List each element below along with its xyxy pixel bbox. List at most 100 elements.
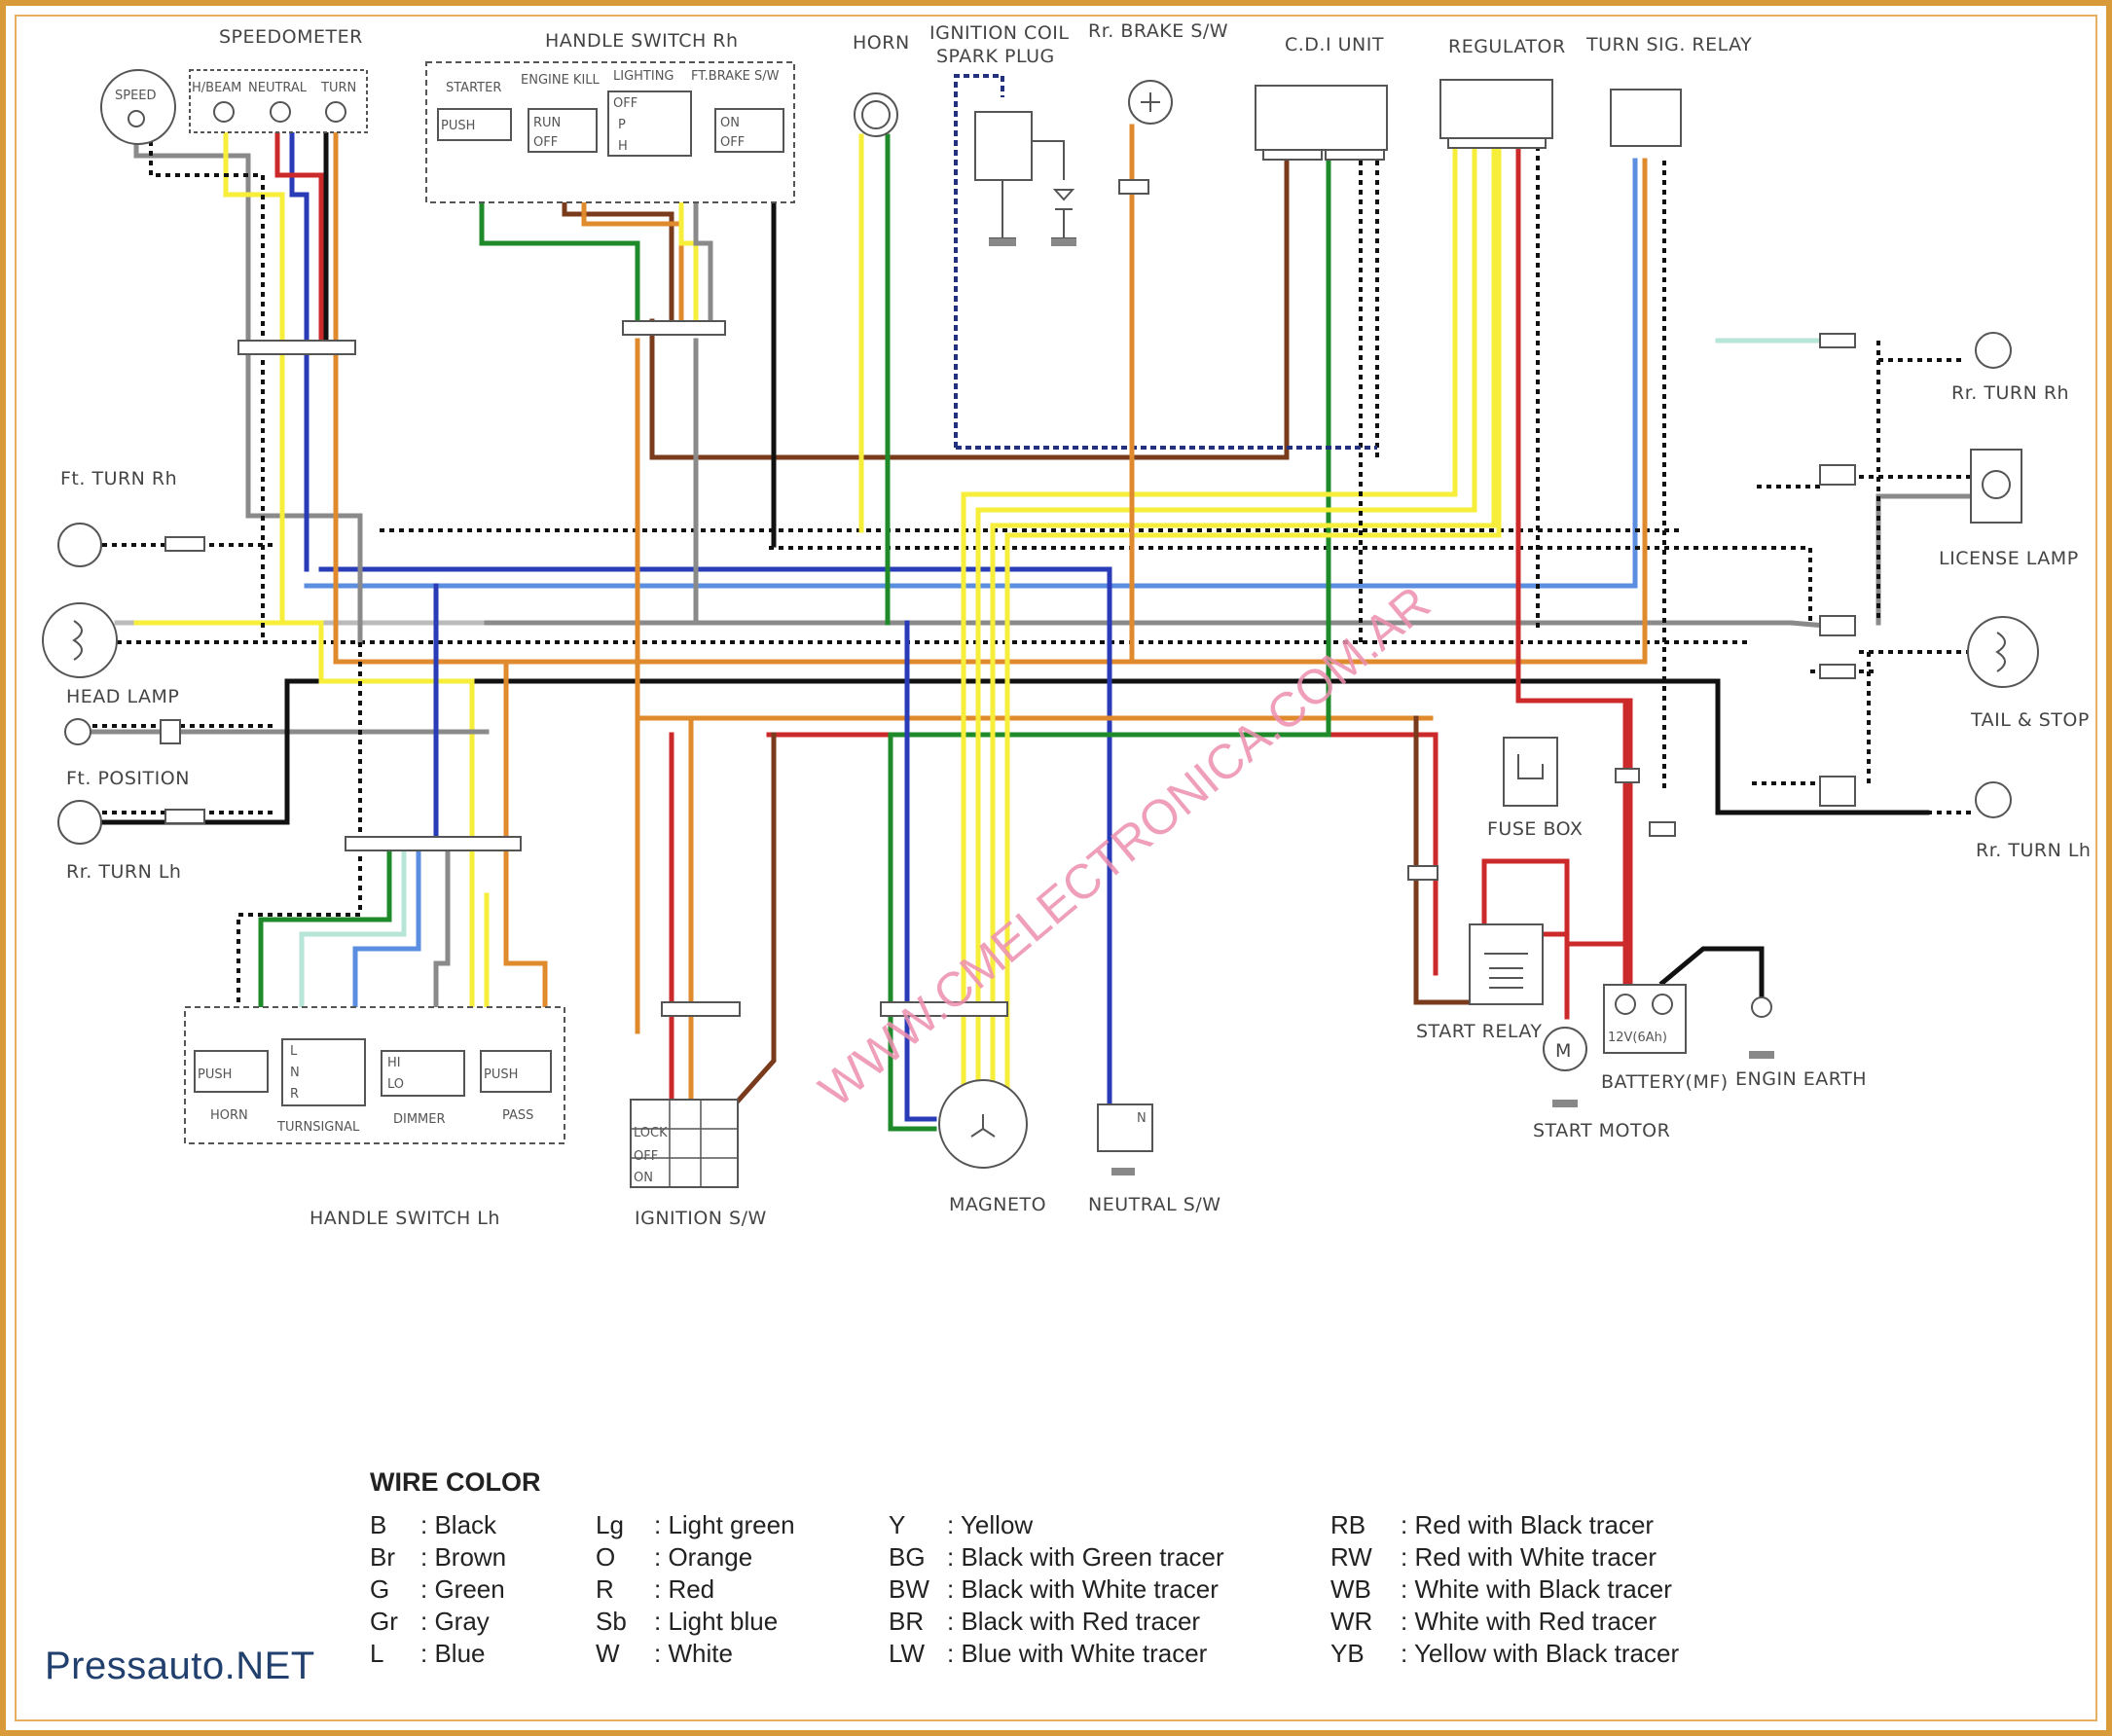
- legend-code: Lg: [596, 1510, 624, 1539]
- license-lamp-label: LICENSE LAMP: [1939, 548, 2079, 569]
- legend-entry: YB: Yellow with Black tracer: [1330, 1639, 1679, 1671]
- legend-desc: : Green: [420, 1574, 505, 1604]
- lh-horn-switch-box: [194, 1050, 269, 1093]
- legend-desc: : Red: [654, 1574, 715, 1604]
- speedo-turn-label: TURN: [320, 81, 356, 95]
- connector-relay: [1407, 865, 1438, 881]
- lh-turnsignal-label: TURNSIGNAL: [276, 1120, 360, 1135]
- legend-desc: : Black with White tracer: [947, 1574, 1219, 1604]
- legend-desc: : Black with Red tracer: [947, 1607, 1201, 1636]
- lighting-label: LIGHTING: [613, 69, 674, 84]
- speed-gauge-icon: [100, 69, 176, 145]
- starter-switch-box: [437, 108, 512, 141]
- wire-red-regulator: [1515, 143, 1628, 995]
- relay-coil-icon: [1484, 953, 1528, 989]
- connector-position: [160, 719, 181, 744]
- tail-stop-filament-icon: [1995, 632, 2006, 672]
- legend-desc: : Red with Black tracer: [1401, 1510, 1655, 1539]
- start-motor-label: START MOTOR: [1533, 1120, 1670, 1141]
- legend-entry: RW: Red with White tracer: [1330, 1542, 1679, 1574]
- handle-switch-lh-label: HANDLE SWITCH Lh: [310, 1208, 500, 1229]
- lh-dimmer-lo-label: LO: [387, 1077, 404, 1092]
- legend-desc: : Yellow with Black tracer: [1401, 1639, 1680, 1668]
- hbeam-lamp-icon: [213, 101, 235, 123]
- horn-inner-icon: [861, 100, 891, 129]
- legend-entry: B: Black: [370, 1510, 506, 1542]
- battery-plus-terminal-icon: [1615, 994, 1636, 1015]
- connector-battery: [1649, 821, 1676, 837]
- legend-desc: : Yellow: [947, 1510, 1034, 1539]
- lh-horn-label: HORN: [210, 1108, 248, 1123]
- lh-dimmer-switch-box: [381, 1050, 465, 1097]
- legend-column-1: B: Black Br: Brown G: Green Gr: Gray L: …: [370, 1510, 506, 1671]
- lh-dimmer-hi-label: HI: [387, 1056, 401, 1070]
- wire-yellow-reg-2: [975, 143, 1477, 1093]
- legend-code: BG: [889, 1542, 926, 1572]
- start-relay-box: [1469, 923, 1544, 1005]
- neutral-sw-label: NEUTRAL S/W: [1088, 1194, 1221, 1215]
- legend-entry: RB: Red with Black tracer: [1330, 1510, 1679, 1542]
- neutral-sw-box: [1097, 1103, 1153, 1152]
- speedo-hbeam-label: H/BEAM: [192, 81, 241, 95]
- legend-entry: Y : Yellow: [889, 1510, 1224, 1542]
- ft-turn-rh-bulb-icon: [57, 523, 102, 567]
- rr-turn-rh-label: Rr. TURN Rh: [1951, 382, 2069, 404]
- ft-turn-rh-label: Ft. TURN Rh: [60, 468, 177, 489]
- lh-pass-push-label: PUSH: [484, 1067, 518, 1082]
- legend-desc: : Gray: [420, 1607, 490, 1636]
- wire-dash-rrturn-lh: [1752, 781, 1976, 814]
- ft-position-label: Ft. POSITION: [66, 768, 190, 789]
- legend-entry: R: Red: [596, 1574, 795, 1607]
- turn-lamp-icon: [325, 101, 346, 123]
- legend-desc: : Black with Green tracer: [947, 1542, 1224, 1572]
- legend-desc: : Light blue: [654, 1607, 779, 1636]
- legend-entry: LW: Blue with White tracer: [889, 1639, 1224, 1671]
- connector-speedo: [237, 340, 356, 355]
- ignition-sw-grid: [631, 1100, 738, 1187]
- wire-yellow-speedo: [223, 119, 285, 626]
- neutral-lamp-icon: [270, 101, 291, 123]
- legend-desc: : White: [654, 1639, 733, 1668]
- handle-switch-rh-label: HANDLE SWITCH Rh: [545, 30, 739, 52]
- legend-desc: : White with Red tracer: [1401, 1607, 1657, 1636]
- legend-entry: WR : White with Red tracer: [1330, 1607, 1679, 1639]
- wire-dash-license: [1757, 475, 1971, 488]
- legend-code: Sb: [596, 1607, 627, 1636]
- wire-blue-trunk: [318, 566, 1112, 1034]
- wire-gray-speedo: [133, 119, 363, 645]
- legend-code: WB: [1330, 1574, 1371, 1604]
- legend-desc: : Brown: [420, 1542, 507, 1572]
- head-lamp-bulb-icon: [42, 602, 118, 678]
- connector-turn-rr: [1819, 333, 1856, 348]
- legend-entry: Lg: Light green: [596, 1510, 795, 1542]
- lh-pass-switch-box: [480, 1050, 552, 1093]
- legend-entry: Gr: Gray: [370, 1607, 506, 1639]
- legend-desc: : White with Black tracer: [1401, 1574, 1672, 1604]
- coil-ground-icon: [989, 238, 1016, 246]
- engkill-run-label: RUN: [533, 116, 561, 130]
- wire-blue-magneto: [904, 620, 937, 1122]
- wire-lightblue-lh: [352, 844, 421, 1054]
- rr-brake-sw-label: Rr. BRAKE S/W: [1088, 20, 1228, 42]
- turn-sig-relay-label: TURN SIG. RELAY: [1585, 34, 1752, 55]
- legend-code: Y: [889, 1510, 906, 1539]
- legend-code: O: [596, 1542, 616, 1572]
- wire-yellow-left: [133, 620, 475, 1054]
- speedo-indicator-box: [189, 69, 368, 133]
- regulator-connector: [1447, 137, 1547, 149]
- rr-turn-lh-right-label: Rr. TURN Lh: [1976, 840, 2091, 861]
- lh-dimmer-label: DIMMER: [393, 1112, 446, 1127]
- legend-code: WR: [1330, 1607, 1373, 1636]
- tail-stop-bulb-icon: [1967, 616, 2039, 688]
- motor-ground-icon: [1552, 1100, 1578, 1107]
- legend-entry: Br: Brown: [370, 1542, 506, 1574]
- wire-lightgreen-lh: [299, 844, 407, 1054]
- ft-brake-sw-label: FT.BRAKE S/W: [691, 69, 780, 84]
- wire-red-speedo: [274, 119, 324, 344]
- battery-box: [1603, 984, 1687, 1054]
- start-motor-m-label: M: [1555, 1040, 1572, 1062]
- legend-desc: : Red with White tracer: [1401, 1542, 1657, 1572]
- rr-brake-switch-symbol: [1141, 92, 1160, 112]
- ignition-coil-icon: [974, 111, 1033, 181]
